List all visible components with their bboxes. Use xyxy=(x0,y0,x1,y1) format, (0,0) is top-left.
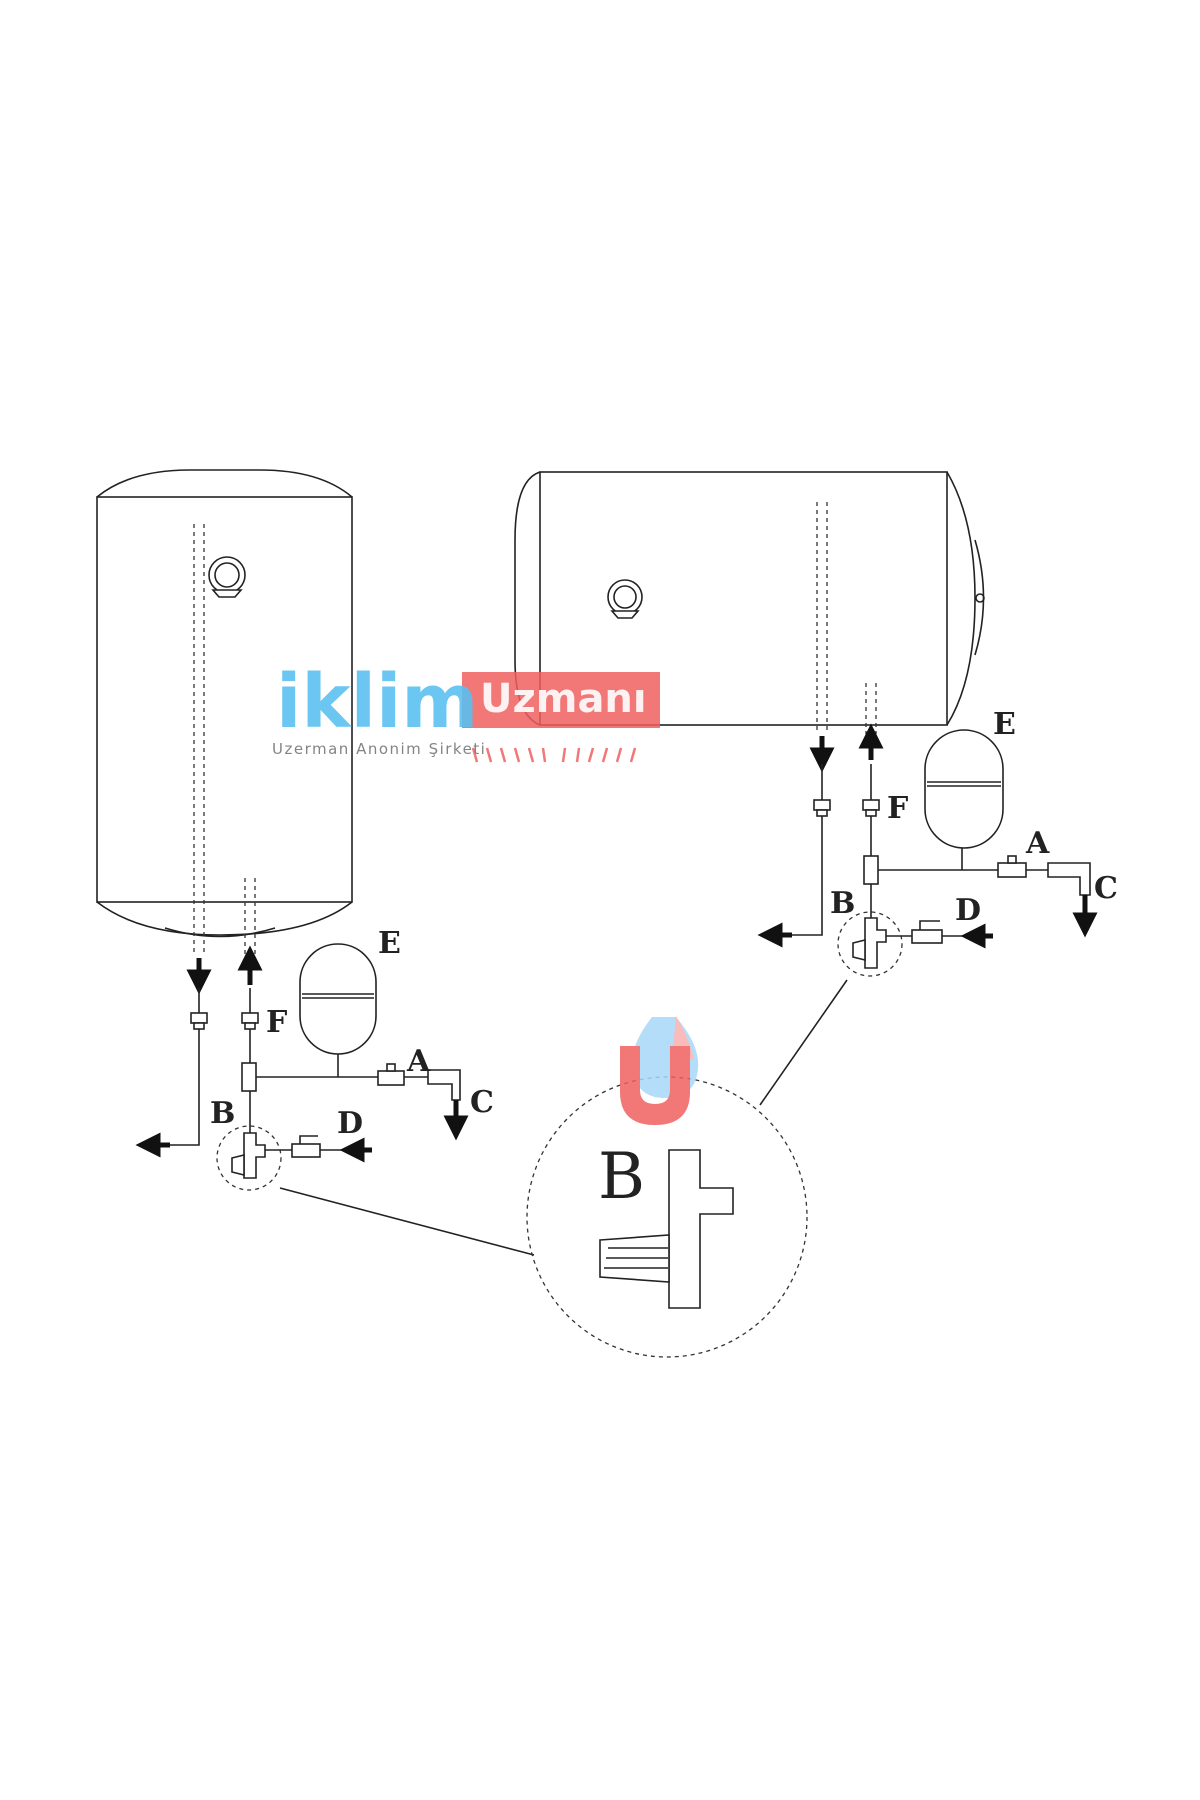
label-c-right: C xyxy=(1094,871,1118,906)
droplet-u-logo-icon xyxy=(620,1016,699,1125)
label-f-right: F xyxy=(887,791,908,826)
vertical-heater xyxy=(96,469,353,955)
watermark xyxy=(462,672,660,763)
watermark-text: iklim Uzmanı Uzerman Anonim Şirketi xyxy=(272,659,647,758)
vertical-heater-plumbing xyxy=(135,943,469,1191)
label-b-detail: B xyxy=(598,1140,645,1214)
watermark-box-text: Uzmanı xyxy=(480,676,647,722)
watermark-box xyxy=(462,672,660,728)
label-d-right: D xyxy=(955,893,981,928)
label-a-left: A xyxy=(406,1044,431,1079)
watermark-stripes xyxy=(471,747,637,763)
label-a-right: A xyxy=(1025,826,1050,861)
label-b-right: B xyxy=(830,886,855,921)
label-d-left: D xyxy=(337,1106,363,1141)
safety-valve-detail xyxy=(279,979,848,1358)
horizontal-heater-plumbing xyxy=(757,723,1098,977)
label-e-left: E xyxy=(378,926,401,961)
label-e-right: E xyxy=(993,707,1016,742)
watermark-tagline: Uzerman Anonim Şirketi xyxy=(272,740,486,758)
temperature-dial-icon xyxy=(208,556,246,598)
watermark-brand: iklim xyxy=(276,659,478,745)
component-labels: E F A C B D E F A C B D B xyxy=(210,707,1118,1214)
temperature-dial-icon xyxy=(607,579,643,619)
label-c-left: C xyxy=(470,1085,494,1120)
horizontal-heater xyxy=(514,471,985,734)
label-b-left: B xyxy=(210,1096,235,1131)
label-f-left: F xyxy=(266,1005,287,1040)
